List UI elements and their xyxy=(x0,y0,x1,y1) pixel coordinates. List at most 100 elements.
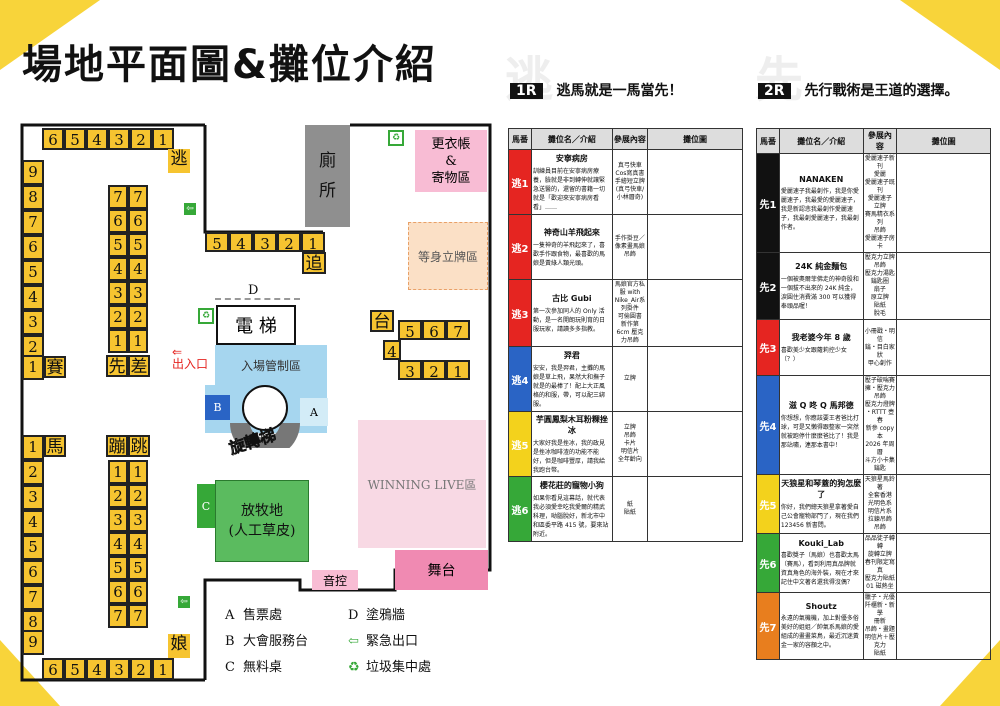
zone-c: C xyxy=(197,484,215,528)
booth-beng-1[interactable]: 1 xyxy=(108,460,128,484)
trash-icon: ♻ xyxy=(388,130,404,146)
booth-xian-4[interactable]: 4 xyxy=(108,257,128,281)
booth-niang-3[interactable]: 3 xyxy=(108,658,130,680)
booth-sai-7[interactable]: 7 xyxy=(22,210,44,235)
booth-niang-5[interactable]: 5 xyxy=(64,658,86,680)
booth-niang-1[interactable]: 1 xyxy=(152,658,174,680)
booth-tao-6[interactable]: 6 xyxy=(42,128,64,150)
booth-zhui-1[interactable]: 1 xyxy=(301,232,325,253)
booth-tai-2[interactable]: 2 xyxy=(422,360,446,381)
booth-zhui-2[interactable]: 2 xyxy=(277,232,301,253)
booth-tiao-3[interactable]: 3 xyxy=(128,508,148,532)
booth-ma-1[interactable]: 1 xyxy=(22,435,44,460)
booth-tai-3[interactable]: 3 xyxy=(398,360,422,381)
booth-xian-1[interactable]: 1 xyxy=(108,329,128,353)
booth-cha-5[interactable]: 5 xyxy=(128,233,148,257)
booth-tai-4[interactable]: 4 xyxy=(383,340,401,361)
booth-zhui-3[interactable]: 3 xyxy=(253,232,277,253)
booth-cha-1[interactable]: 1 xyxy=(128,329,148,353)
legend-a-key: A xyxy=(225,608,235,623)
booth-tiao-6[interactable]: 6 xyxy=(128,580,148,604)
legend-exit: ⇦緊急出口 xyxy=(348,630,418,649)
trash-icon: ♻ xyxy=(198,308,214,324)
booth-ma-7[interactable]: 7 xyxy=(22,585,44,610)
label-niang: 娘 xyxy=(168,634,190,658)
booth-ma-8[interactable]: 8 xyxy=(22,610,44,635)
booth-tiao-1[interactable]: 1 xyxy=(128,460,148,484)
booth-tai-6[interactable]: 6 xyxy=(422,320,446,341)
booth-tao-4[interactable]: 4 xyxy=(86,128,108,150)
booth-beng-4[interactable]: 4 xyxy=(108,532,128,556)
booth-niang-2[interactable]: 2 xyxy=(130,658,152,680)
booth-beng-7[interactable]: 7 xyxy=(108,604,128,628)
exit-label: 出入口 xyxy=(172,357,209,371)
booth-ma-6[interactable]: 6 xyxy=(22,560,44,585)
booth-beng-5[interactable]: 5 xyxy=(108,556,128,580)
round-2-badge: 2R xyxy=(758,83,791,99)
booth-beng-6[interactable]: 6 xyxy=(108,580,128,604)
booth-tai-5[interactable]: 5 xyxy=(398,320,422,341)
booth-ma-2[interactable]: 2 xyxy=(22,460,44,485)
booth-sai-5[interactable]: 5 xyxy=(22,260,44,285)
booth-tai-7[interactable]: 7 xyxy=(446,320,470,341)
booth-xian-7[interactable]: 7 xyxy=(108,185,128,209)
booth-cha-3[interactable]: 3 xyxy=(128,281,148,305)
booth-tao-3[interactable]: 3 xyxy=(108,128,130,150)
booth-zhui-5[interactable]: 5 xyxy=(205,232,229,253)
booth-xian-6[interactable]: 6 xyxy=(108,209,128,233)
booth-ma-4[interactable]: 4 xyxy=(22,510,44,535)
booth-tiao-2[interactable]: 2 xyxy=(128,484,148,508)
label-d: D xyxy=(248,283,259,298)
booth-tai-1[interactable]: 1 xyxy=(446,360,470,381)
booth-tao-2[interactable]: 2 xyxy=(130,128,152,150)
booth-xian-5[interactable]: 5 xyxy=(108,233,128,257)
booth-cha-2[interactable]: 2 xyxy=(128,305,148,329)
booth-name: 24K 純金麵包 xyxy=(795,262,848,271)
booth-beng-2[interactable]: 2 xyxy=(108,484,128,508)
booth-illustration xyxy=(896,474,991,534)
booth-sai-9[interactable]: 9 xyxy=(22,160,44,185)
booth-cha-4[interactable]: 4 xyxy=(128,257,148,281)
booth-xian-3[interactable]: 3 xyxy=(108,281,128,305)
booth-tao-1[interactable]: 1 xyxy=(152,128,174,150)
label-ma: 馬 xyxy=(44,435,66,457)
booth-desc: 喜歡獎子（馬娘）也喜歡太馬（賽馬），看到利用真品牌就資真角色的海外裝，現在才來記… xyxy=(780,552,859,586)
booth-cha-6[interactable]: 6 xyxy=(128,209,148,233)
booth-beng-3[interactable]: 3 xyxy=(108,508,128,532)
booth-sai-6[interactable]: 6 xyxy=(22,235,44,260)
booth-tiao-4[interactable]: 4 xyxy=(128,532,148,556)
booth-ma-3[interactable]: 3 xyxy=(22,485,44,510)
booth-zhui-4[interactable]: 4 xyxy=(229,232,253,253)
legend-d-text: 塗鴉牆 xyxy=(366,608,406,623)
booth-xian-2[interactable]: 2 xyxy=(108,305,128,329)
booth-sai-4[interactable]: 4 xyxy=(22,285,44,310)
booth-ma-9[interactable]: 9 xyxy=(22,630,44,655)
booth-name: Shoutz xyxy=(805,602,837,611)
booth-ma-5[interactable]: 5 xyxy=(22,535,44,560)
booth-tiao-5[interactable]: 5 xyxy=(128,556,148,580)
booth-sai-8[interactable]: 8 xyxy=(22,185,44,210)
booth-sai-3[interactable]: 3 xyxy=(22,310,44,335)
booth-name: 芋圓鳳梨木耳粉粿挫冰 xyxy=(535,414,608,435)
booth-cha-7[interactable]: 7 xyxy=(128,185,148,209)
booth-niang-4[interactable]: 4 xyxy=(86,658,108,680)
booth-tao-5[interactable]: 5 xyxy=(64,128,86,150)
booth-theme: 立牌 吊飾 卡片 明信片 全年齡向 xyxy=(611,411,649,477)
booth-niang-6[interactable]: 6 xyxy=(42,658,64,680)
booth-sai-1[interactable]: 1 xyxy=(22,355,44,380)
booth-theme: 天狼星馬鈴著 全套香港 光明色系 明信片系 拉鍊吊飾 吊飾 xyxy=(862,474,898,534)
booth-tiao-7[interactable]: 7 xyxy=(128,604,148,628)
